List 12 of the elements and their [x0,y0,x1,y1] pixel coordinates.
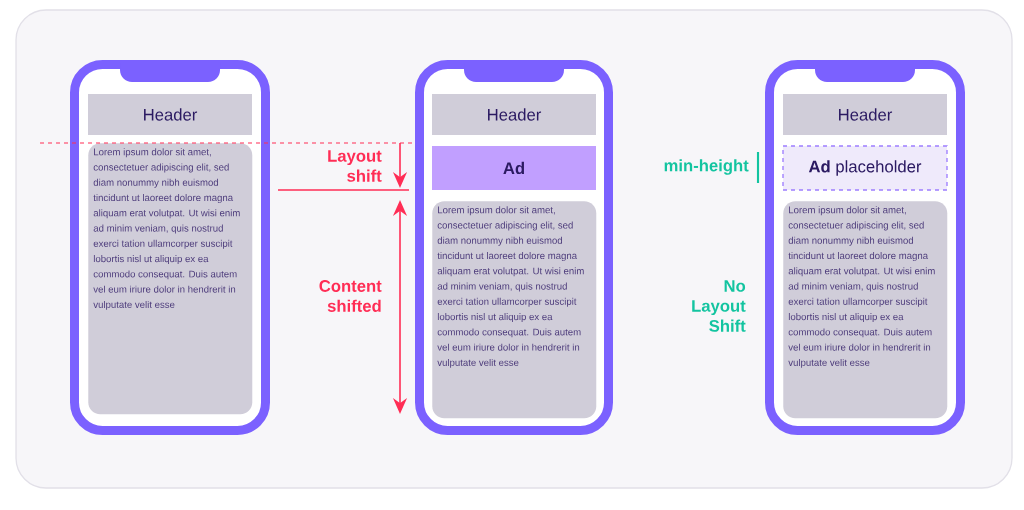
annotation-label: min-height [664,159,749,175]
ad-banner: Ad [432,146,596,190]
annotation-label: No Layout Shift [692,280,746,332]
content-block: Lorem ipsum dolor sit amet, consectetuer adipiscing elit, sed diam nonummy nibh euismod tincidunt ut laoreet dolore magna aliquam erat volutpat. Ut wisi enim ad minim veniam, quis nostrud exerci tation ullamcorper suscipit lobortis nisl ut aliquip ex ea commodo consequat. Duis autem vel eum iriure dolor in hendrerit in vulputate velit esse [783,201,948,419]
annotation-label: Layout shift [328,150,382,182]
header-bar: Header [88,94,252,135]
header-bar: Header [432,94,596,135]
header-bar: Header [783,94,947,135]
annotation-label: Content shifted [319,280,382,312]
content-block: Lorem ipsum dolor sit amet, consectetuer adipiscing elit, sed diam nonummy nibh euismod tincidunt ut laoreet dolore magna aliquam erat volutpat. Ut wisi enim ad minim veniam, quis nostrud exerci tation ullamcorper suscipit lobortis nisl ut aliquip ex ea commodo consequat. Duis autem vel eum iriure dolor in hendrerit in vulputate velit esse [88,143,253,415]
placeholder-field: Ad placeholder [782,145,948,191]
content-block: Lorem ipsum dolor sit amet, consectetuer adipiscing elit, sed diam nonummy nibh euismod tincidunt ut laoreet dolore magna aliquam erat volutpat. Ut wisi enim ad minim veniam, quis nostrud exerci tation ullamcorper suscipit lobortis nisl ut aliquip ex ea commodo consequat. Duis autem vel eum iriure dolor in hendrerit in vulputate velit esse [432,201,597,419]
